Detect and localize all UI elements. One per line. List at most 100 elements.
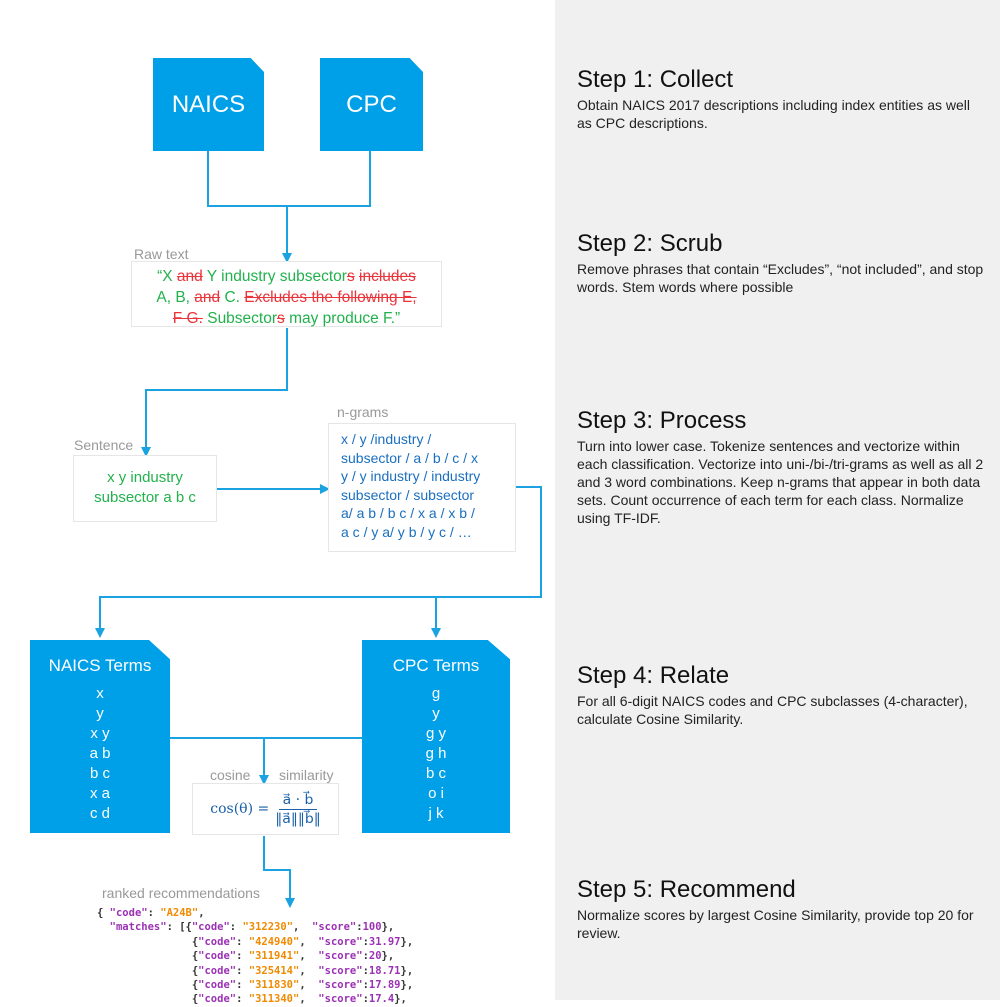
- ranked-caption: ranked recommendations: [102, 885, 260, 901]
- match-code: "311830": [248, 979, 300, 992]
- removed-text: s: [277, 310, 285, 327]
- step-title: Step 3: Process: [577, 407, 747, 434]
- step-relate: Step 4: Relate For all 6-digit NAICS cod…: [577, 662, 987, 728]
- json-key: "score": [318, 993, 363, 1006]
- cpc-term: g: [431, 685, 441, 702]
- cpc-terms-doc: CPC Terms g y g y g h b c o i j k: [362, 640, 510, 833]
- sentence-box: x y industry subsector a b c: [73, 455, 217, 522]
- match-score: 17.4: [368, 993, 395, 1006]
- raw-text-caption: Raw text: [134, 246, 189, 262]
- json-key: "code": [198, 964, 237, 977]
- connector-formula-to-ranked: [263, 836, 295, 908]
- raw-text-line-1: “X and Y industry subsectors includes: [132, 266, 441, 287]
- kept-text: Y industry subsector: [202, 268, 347, 285]
- cpc-term: b c: [425, 765, 446, 782]
- step-description: Remove phrases that contain “Excludes”, …: [577, 261, 984, 295]
- ngrams-box: x / y /industry / subsector / a / b / c …: [328, 423, 516, 552]
- cpc-source-label: CPC: [346, 90, 397, 118]
- json-matches: {"code": "312230", "score":100}, {"code"…: [97, 921, 414, 1006]
- match-score: 17.89: [368, 979, 401, 992]
- naics-source-label: NAICS: [171, 90, 246, 118]
- ranked-json: { "code": "A24B", "matches": [{"code": "…: [97, 906, 413, 1007]
- cpc-term: g y: [425, 725, 446, 742]
- raw-text-line-3: F G. Subsectors may produce F.”: [132, 308, 441, 329]
- step-description: Turn into lower case. Tokenize sentences…: [577, 438, 984, 526]
- removed-text: and: [194, 289, 221, 306]
- cpc-term: g h: [425, 745, 447, 762]
- json-key: "score": [318, 950, 363, 963]
- cpc-terms-title: CPC Terms: [392, 656, 480, 675]
- formula-numerator: a⃗ · b⃗: [278, 792, 318, 810]
- kept-text: may produce F.”: [284, 310, 401, 327]
- match-row: {"code": "312230", "score":100},: [185, 921, 395, 934]
- step-title: Step 1: Collect: [577, 66, 734, 93]
- connector-sources-to-raw: [207, 150, 371, 258]
- cosine-caption-right: similarity: [279, 767, 334, 783]
- steps-panel: [555, 0, 1000, 1000]
- formula-denominator: ‖a⃗‖‖b⃗‖: [275, 810, 321, 827]
- json-key: "code": [191, 921, 230, 934]
- connector-raw-to-sentence: [141, 328, 288, 457]
- match-row: {"code": "311941", "score":20},: [191, 950, 395, 963]
- removed-text: includes: [359, 268, 416, 285]
- json-key: "score": [318, 964, 363, 977]
- json-line: "matches": [{"code": "312230", "score":1…: [97, 920, 414, 1006]
- removed-text: s: [346, 268, 355, 285]
- naics-term: x a: [89, 785, 110, 802]
- naics-source-doc: NAICS: [153, 58, 264, 151]
- cosine-caption-left: cosine: [210, 767, 251, 783]
- cosine-formula: cos(θ) = a⃗ · b⃗ ‖a⃗‖‖b⃗‖: [192, 783, 339, 835]
- naics-term: x: [96, 685, 104, 702]
- json-key: "code": [198, 979, 237, 992]
- sentence-caption: Sentence: [74, 437, 134, 453]
- match-code: "311340": [248, 993, 300, 1006]
- ngram-line: y / y industry / industry: [341, 468, 481, 484]
- cpc-term: y: [432, 705, 440, 722]
- removed-text: and: [176, 268, 203, 285]
- cpc-term: j k: [428, 805, 444, 822]
- match-code: "424940": [248, 935, 300, 948]
- step-collect: Step 1: Collect Obtain NAICS 2017 descri…: [577, 66, 987, 132]
- json-key: "code": [198, 935, 237, 948]
- match-score: 20: [368, 950, 382, 963]
- match-row: {"code": "311340", "score":17.4},: [191, 993, 407, 1006]
- match-row: {"code": "311830", "score":17.89},: [191, 979, 414, 992]
- step-process: Step 3: Process Turn into lower case. To…: [577, 407, 987, 527]
- raw-text-line-2: A, B, and C. Excludes the following E,: [132, 287, 441, 308]
- match-score: 100: [362, 921, 382, 934]
- cpc-term: o i: [428, 785, 444, 802]
- match-score: 18.71: [368, 964, 401, 977]
- removed-text: F G.: [172, 310, 203, 327]
- raw-text-box: “X and Y industry subsectors includes A,…: [131, 261, 442, 327]
- naics-term: x y: [90, 725, 110, 742]
- json-key: "score": [318, 979, 363, 992]
- step-title: Step 2: Scrub: [577, 230, 723, 257]
- match-code: "325414": [248, 964, 300, 977]
- ngram-line: x / y /industry /: [341, 431, 432, 447]
- kept-text: “X: [157, 268, 177, 285]
- json-key: "code": [109, 907, 148, 919]
- sentence-line-1: x y industry: [107, 469, 183, 486]
- step-recommend: Step 5: Recommend Normalize scores by la…: [577, 876, 987, 942]
- ngram-line: a c / y a/ y b / y c / …: [341, 523, 472, 540]
- kept-text: A, B,: [156, 289, 195, 306]
- sentence-line-2: subsector a b c: [94, 489, 196, 506]
- naics-terms-title: NAICS Terms: [48, 656, 152, 675]
- cpc-source-doc: CPC: [320, 58, 423, 151]
- json-key: "code": [198, 993, 237, 1006]
- step-title: Step 4: Relate: [577, 662, 730, 689]
- naics-term: c d: [89, 805, 110, 822]
- match-code: "312230": [242, 921, 294, 934]
- naics-term: y: [96, 705, 104, 722]
- kept-text: C.: [220, 289, 245, 306]
- match-row: {"code": "424940", "score":31.97},: [191, 935, 414, 948]
- step-description: Obtain NAICS 2017 descriptions including…: [577, 97, 970, 131]
- step-description: For all 6-digit NAICS codes and CPC subc…: [577, 693, 968, 727]
- naics-term: a b: [89, 745, 111, 762]
- removed-text: Excludes the following E,: [244, 289, 417, 306]
- kept-text: Subsector: [202, 310, 278, 327]
- step-description: Normalize scores by largest Cosine Simil…: [577, 907, 974, 941]
- match-score: 31.97: [368, 935, 401, 948]
- json-string: "A24B": [160, 907, 199, 919]
